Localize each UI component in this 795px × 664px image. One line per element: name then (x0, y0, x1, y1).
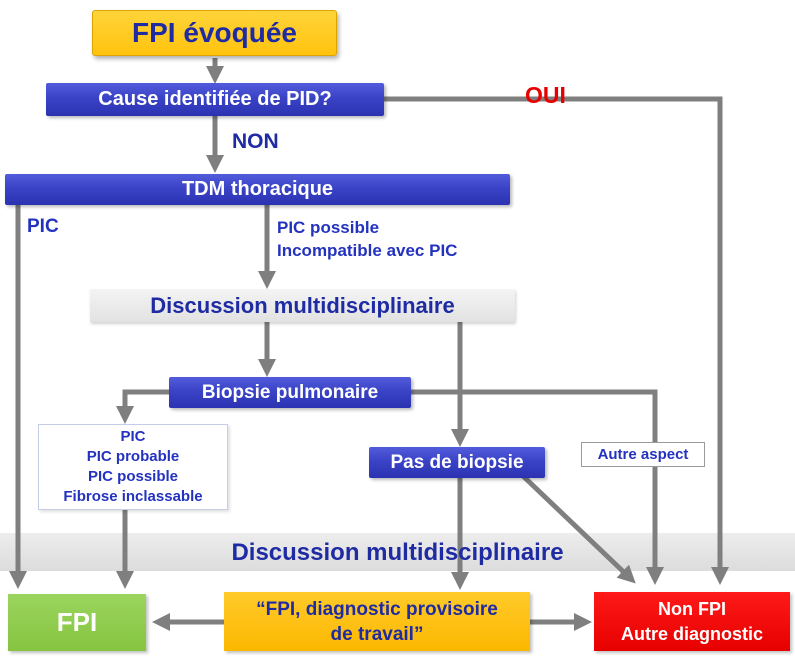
arrow-biopsie-autreaspect-to-nonfpi (411, 389, 664, 585)
node-fpi-final: FPI (8, 594, 146, 651)
node-discussion-multidisciplinaire-1: Discussion multidisciplinaire (90, 289, 515, 322)
pic-list-line: Fibrose inclassable (63, 488, 203, 505)
pic-list-line: PIC probable (86, 448, 180, 465)
edge-label-pic-possible-group: PIC possible Incompatible avec PIC (277, 216, 457, 262)
arrow-oui-to-nonfpi (384, 96, 729, 585)
arrow-biopsie-to-piclist (115, 389, 169, 424)
node-discussion-multidisciplinaire-2: Discussion multidisciplinaire (231, 539, 564, 566)
node-pas-de-biopsie: Pas de biopsie (369, 447, 545, 478)
edge-label-oui: OUI (525, 82, 566, 108)
fpi-provisoire-line: de travail” (330, 623, 424, 645)
arrow-pasbiopsie-to-nonfpi (521, 474, 636, 584)
node-cause-pid: Cause identifiée de PID? (46, 83, 384, 116)
non-fpi-line: Non FPI (658, 598, 726, 619)
node-autre-aspect: Autre aspect (581, 442, 705, 467)
discussion-band-background (0, 533, 795, 571)
node-non-fpi: Non FPI Autre diagnostic (594, 592, 790, 651)
node-pic-result-list: PIC PIC probable PIC possible Fibrose in… (38, 424, 228, 510)
non-fpi-line: Autre diagnostic (620, 623, 763, 644)
node-fpi-provisoire: “FPI, diagnostic provisoire de travail” (224, 592, 530, 651)
node-tdm-thoracique: TDM thoracique (5, 174, 510, 205)
pic-list-line: PIC (120, 428, 146, 445)
node-biopsie-pulmonaire: Biopsie pulmonaire (169, 377, 411, 408)
fpi-provisoire-line: “FPI, diagnostic provisoire (256, 598, 498, 620)
edge-label-pic: PIC (27, 216, 59, 237)
edge-label-non: NON (232, 130, 279, 153)
node-fpi-evoquee: FPI évoquée (92, 10, 337, 56)
pic-list-line: PIC possible (87, 468, 179, 485)
edge-label-incompatible: Incompatible avec PIC (277, 241, 458, 260)
edge-label-pic-possible: PIC possible (277, 218, 380, 237)
